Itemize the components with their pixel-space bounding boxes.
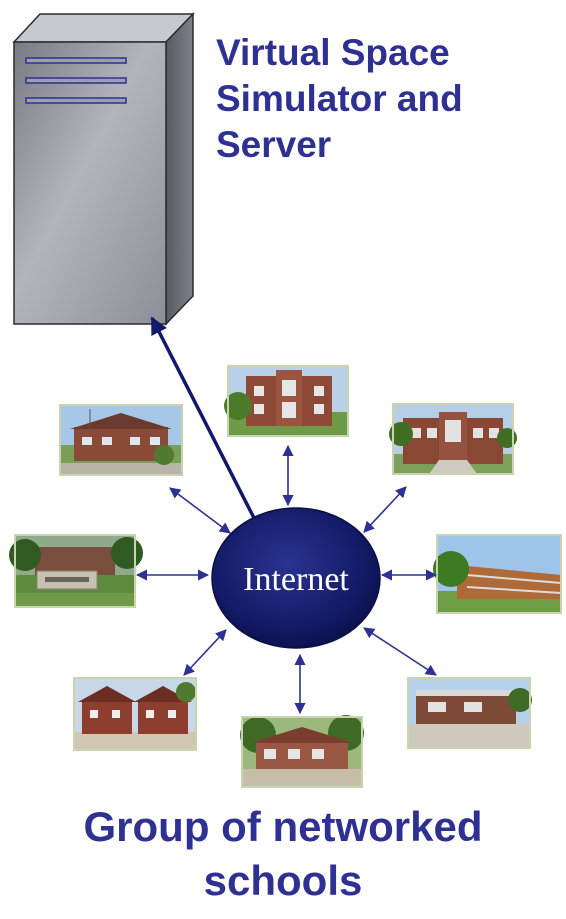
server-front-face xyxy=(13,41,167,325)
footer-title-line-2: schools xyxy=(203,857,363,904)
school-top xyxy=(224,365,349,437)
server-title: Virtual Space Simulator and Server xyxy=(216,30,463,168)
school-bottom-right xyxy=(407,677,532,749)
internet-hub: Internet xyxy=(211,507,381,649)
server-title-line-2: Simulator and xyxy=(216,78,463,119)
school-left xyxy=(9,534,143,608)
school-top-left xyxy=(59,404,183,476)
footer-title-line-1: Group of networked xyxy=(83,803,483,850)
school-right xyxy=(433,534,562,614)
footer-title: Group of networked schools xyxy=(0,800,566,908)
server-link-arrow xyxy=(150,316,256,519)
connection-arrows xyxy=(135,444,438,715)
drive-bay-2 xyxy=(25,77,127,84)
arrow-bottom-left xyxy=(183,629,227,676)
arrow-top-left xyxy=(169,487,231,534)
drive-bay-1 xyxy=(25,57,127,64)
server-tower-icon xyxy=(12,12,195,326)
drive-bay-3 xyxy=(25,97,127,104)
school-bottom xyxy=(240,715,364,788)
server-side-face xyxy=(165,12,194,326)
school-top-right xyxy=(389,403,517,475)
internet-globe-icon xyxy=(211,507,381,649)
school-bottom-left xyxy=(73,677,197,751)
internet-label: Internet xyxy=(243,561,349,598)
arrow-bottom-right xyxy=(363,627,437,676)
arrow-top-right xyxy=(363,486,407,533)
server-title-line-1: Virtual Space xyxy=(216,32,450,73)
server-top-face xyxy=(12,13,195,43)
server-title-line-3: Server xyxy=(216,124,332,165)
